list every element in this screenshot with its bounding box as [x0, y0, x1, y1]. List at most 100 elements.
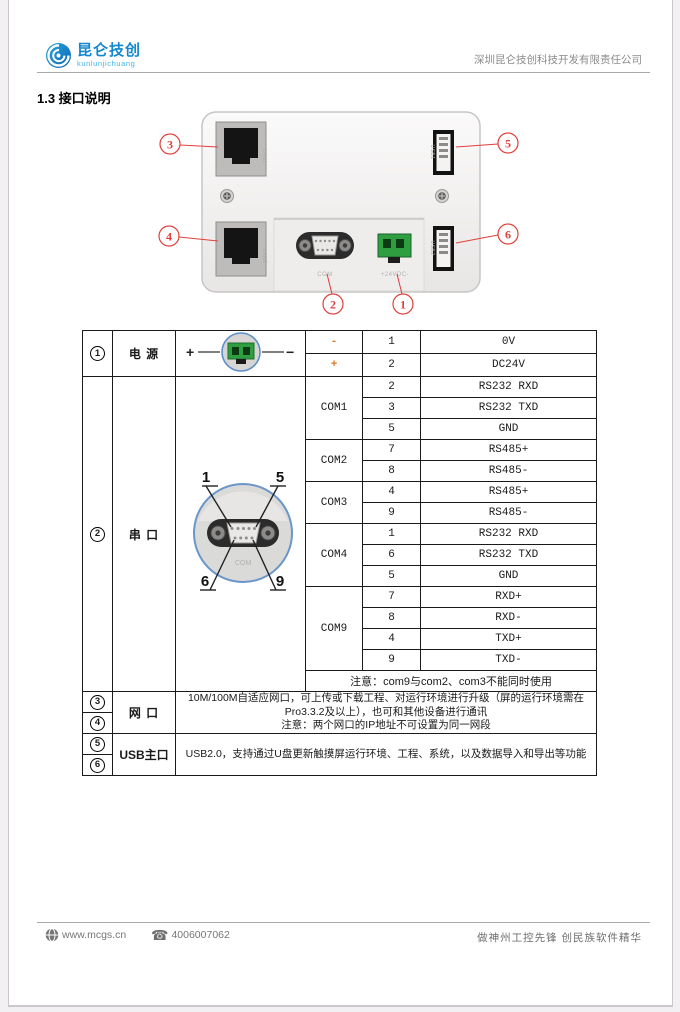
- footer-phone: ☎ 4006007062: [151, 928, 230, 942]
- callout-1: 1: [392, 293, 414, 315]
- lan-name-cell: 网 口: [112, 691, 176, 734]
- usb1-port: USB1: [429, 130, 454, 175]
- svg-text:+: +: [186, 344, 194, 360]
- pin-cell: 8: [362, 607, 421, 629]
- table-row: 5 USB主口 USB2.0，支持通过U盘更新触摸屏运行环境、工程、系统，以及数…: [82, 733, 597, 776]
- lan1-port: LAN1: [215, 121, 267, 177]
- serial-index-cell: 2: [82, 376, 113, 692]
- usb2-port: USB2: [429, 226, 454, 271]
- pin-cell: 4: [362, 628, 421, 650]
- pin-cell: 9: [362, 502, 421, 524]
- section-title: 1.3 接口说明: [37, 91, 111, 106]
- logo-subtitle: kunlunjichuang: [77, 59, 136, 69]
- pin-cell: 3: [362, 397, 421, 419]
- callout-4: 4: [158, 225, 180, 247]
- com-group-cell: COM1: [305, 376, 363, 440]
- usb-index-cell: 5: [82, 733, 113, 755]
- callout-3: 3: [159, 133, 181, 155]
- table-row: COM9 7 RXD+: [83, 586, 597, 671]
- svg-text:LAN2: LAN2: [261, 249, 267, 264]
- power-sign-cell: +: [305, 353, 363, 377]
- callout-5: 5: [497, 132, 519, 154]
- svg-text:LAN1: LAN1: [261, 149, 267, 164]
- pin-cell: 9: [362, 649, 421, 671]
- website-text: www.mcgs.cn: [62, 929, 127, 941]
- svg-text:5: 5: [505, 137, 511, 151]
- lan-desc-cell: 10M/100M自适应网口，可上传或下载工程、对运行环境进行升级（屏的运行环境需…: [175, 691, 597, 734]
- svg-text:−: −: [286, 344, 294, 360]
- power-diagram-cell: + −: [175, 330, 306, 377]
- svg-text:USB2: USB2: [429, 240, 435, 255]
- circled-number: 6: [90, 757, 105, 773]
- usb-desc-cell: USB2.0，支持通过U盘更新触摸屏运行环境、工程、系统，以及数据导入和导出等功…: [175, 733, 597, 776]
- company-logo: 昆仑技创 kunlunjichuang: [45, 42, 141, 69]
- svg-text:6: 6: [505, 228, 511, 242]
- device-rear-panel-image: LAN1 LAN2: [158, 111, 519, 315]
- db9-pinout-diagram: COM 1 5 6 9: [193, 469, 293, 591]
- pin-desc-cell: RS485-: [420, 460, 597, 482]
- footer-slogan: 做神州工控先锋 创民族软件精华: [477, 932, 642, 944]
- phone-icon: ☎: [151, 927, 169, 943]
- pin-cell: 7: [362, 439, 421, 461]
- circled-number: 1: [90, 346, 105, 361]
- table-row: 8 RS485-: [83, 460, 597, 482]
- power-terminal: +24VDC-: [377, 233, 412, 278]
- pin-desc-cell: RS232 TXD: [420, 544, 597, 566]
- lan-index-cell: 4: [82, 712, 113, 734]
- pin-cell: 6: [362, 544, 421, 566]
- logo-title: 昆仑技创: [77, 42, 142, 60]
- pin-desc-cell: RXD+: [420, 586, 597, 608]
- com-db9-connector: COM: [296, 232, 354, 278]
- circled-number: 3: [90, 694, 105, 710]
- com-group-cell: COM2: [305, 439, 363, 482]
- pin-desc-cell: GND: [420, 418, 597, 440]
- device-rear-panel-figure: LAN1 LAN2: [150, 106, 530, 324]
- pin-cell: 5: [362, 565, 421, 587]
- footer-divider: [37, 922, 650, 923]
- pin-desc-cell: RS232 RXD: [420, 523, 597, 545]
- screw-right-icon: [435, 189, 449, 203]
- table-row: 9 TXD-: [83, 649, 597, 671]
- pin-desc-cell: RS232 RXD: [420, 376, 597, 398]
- table-row: 2 串 口: [82, 376, 597, 692]
- power-sign-cell: -: [305, 330, 363, 354]
- svg-text:COM: COM: [317, 272, 333, 278]
- pin-cell: 2: [362, 376, 421, 398]
- header-divider: [37, 72, 650, 73]
- pin-desc-cell: TXD+: [420, 628, 597, 650]
- table-row: 6 RS232 TXD: [83, 544, 597, 566]
- pin-desc-cell: RS485+: [420, 481, 597, 503]
- svg-text:USB1: USB1: [429, 144, 435, 159]
- com-group-cell: COM9: [305, 586, 363, 671]
- pin-cell: 4: [362, 481, 421, 503]
- power-pin-cell: 2: [362, 353, 421, 377]
- table-row: 3 网 口 10M/100M自适应网口，可上传或下载工程、对运行环境进行升级（屏…: [82, 691, 597, 734]
- power-desc-cell: 0V: [420, 330, 597, 354]
- table-row: 6: [82, 754, 597, 776]
- pin-desc-cell: RS485-: [420, 502, 597, 524]
- power-pin-cell: 1: [362, 330, 421, 354]
- svg-text:4: 4: [166, 230, 172, 244]
- power-desc-cell: DC24V: [420, 353, 597, 377]
- circled-number: 5: [90, 736, 105, 752]
- com-group-cell: COM3: [305, 481, 363, 524]
- pin-cell: 7: [362, 586, 421, 608]
- svg-text:5: 5: [276, 469, 284, 486]
- svg-text:COM: COM: [235, 560, 252, 567]
- callout-2: 2: [322, 293, 344, 315]
- svg-text:3: 3: [167, 138, 173, 152]
- table-row: COM4 1 RS232 RXD: [83, 523, 597, 587]
- table-row: 4 TXD+: [83, 628, 597, 650]
- table-row: COM3 4 RS485+: [83, 481, 597, 524]
- pin-cell: 5: [362, 418, 421, 440]
- table-row: 1 电 源 + − - 1: [82, 330, 597, 377]
- page-footer: www.mcgs.cn ☎ 4006007062 做神州工控先锋 创民族软件精华: [45, 928, 642, 948]
- pin-desc-cell: TXD-: [420, 649, 597, 671]
- table-row: 8 RXD-: [83, 607, 597, 629]
- footer-website: www.mcgs.cn: [45, 928, 126, 942]
- pin-desc-cell: GND: [420, 565, 597, 587]
- svg-text:6: 6: [201, 573, 209, 590]
- pin-cell: 1: [362, 523, 421, 545]
- usb-name-cell: USB主口: [112, 733, 176, 776]
- power-terminal-diagram: + −: [186, 332, 294, 372]
